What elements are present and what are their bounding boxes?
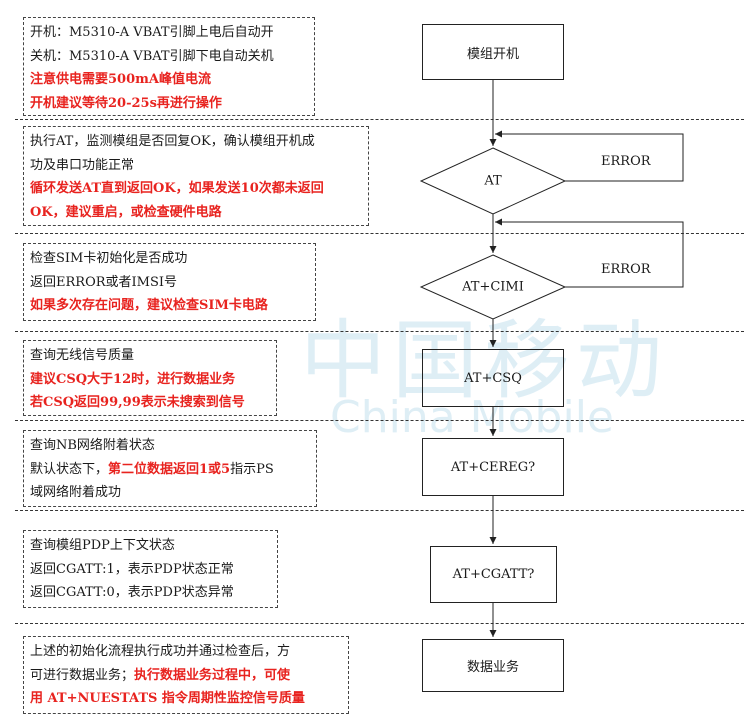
section-separator: [15, 420, 744, 421]
node-cereg: AT+CEREG?: [422, 438, 564, 496]
note-text: 查询无线信号质量: [30, 348, 135, 363]
note-text: 返回ERROR或者IMSI号: [30, 274, 177, 290]
note-text: 上述的初始化流程执行成功并通过检查后，方: [30, 644, 291, 659]
note-text: 功及串口功能正常: [30, 157, 135, 173]
error-loop-at: [495, 130, 684, 182]
note-warning: 第二位数据返回1或5: [108, 461, 231, 477]
note-warning: 建议CSQ大于12时，进行数据业务: [30, 371, 236, 387]
note-warning: 用 AT+NUESTATS 指令周期性监控信号质量: [30, 691, 305, 706]
note-text: 关机：M5310-A VBAT引脚下电自动关机: [30, 48, 274, 64]
note-pdp-context: 查询模组PDP上下文状态 返回CGATT:1，表示PDP状态正常 返回CGATT…: [23, 530, 278, 608]
note-signal-quality: 查询无线信号质量 建议CSQ大于12时，进行数据业务 若CSQ返回99,99表示…: [23, 340, 277, 416]
error-loop-cimi: [495, 218, 684, 288]
watermark-chinese: 中国移动: [300, 311, 668, 411]
note-text: 可进行数据业务；: [30, 667, 135, 683]
error-label: ERROR: [601, 262, 651, 277]
section-separator: [15, 233, 744, 234]
note-warning: OK，建议重启，或检查硬件电路: [30, 204, 222, 220]
note-text: 域网络附着成功: [30, 485, 122, 500]
note-sim-check: 检查SIM卡初始化是否成功 返回ERROR或者IMSI号 如果多次存在问题，建议…: [23, 243, 316, 321]
note-at-check: 执行AT，监测模组是否回复OK，确认模组开机成 功及串口功能正常 循环发送AT直…: [23, 126, 369, 226]
note-text: 查询NB网络附着状态: [30, 438, 155, 453]
watermark-english: China Mobile: [330, 392, 615, 443]
note-text: 执行AT，监测模组是否回复OK，确认模组开机成: [30, 134, 315, 149]
section-separator: [15, 331, 744, 332]
note-text: 返回CGATT:1，表示PDP状态正常: [30, 561, 234, 577]
note-network-attach: 查询NB网络附着状态 默认状态下，第二位数据返回1或5指示PS 域网络附着成功: [23, 430, 317, 507]
note-warning: 开机建议等待20-25s再进行操作: [30, 95, 222, 111]
note-text: 开机：M5310-A VBAT引脚上电后自动开: [30, 25, 274, 40]
node-at: AT: [484, 173, 502, 189]
error-label: ERROR: [601, 154, 651, 169]
note-warning: 执行数据业务过程中，可使: [134, 667, 291, 683]
note-text: 查询模组PDP上下文状态: [30, 538, 175, 553]
note-power-on: 开机：M5310-A VBAT引脚上电后自动开 关机：M5310-A VBAT引…: [23, 17, 315, 116]
note-warning: 若CSQ返回99,99表示未搜索到信号: [30, 395, 245, 410]
section-separator: [15, 119, 744, 120]
note-warning: 循环发送AT直到返回OK，如果发送10次都未返回: [30, 181, 324, 196]
section-separator: [15, 510, 744, 511]
note-warning: 注意供电需要500mA峰值电流: [30, 72, 211, 87]
note-text: 指示PS: [230, 461, 274, 477]
section-separator: [15, 623, 744, 624]
node-cimi: AT+CIMI: [462, 279, 524, 295]
note-text: 返回CGATT:0，表示PDP状态异常: [30, 585, 234, 600]
note-text: 默认状态下，: [30, 461, 109, 477]
note-data-service: 上述的初始化流程执行成功并通过检查后，方 可进行数据业务；执行数据业务过程中，可…: [23, 636, 349, 714]
node-data-service: 数据业务: [422, 639, 564, 692]
node-csq: AT+CSQ: [422, 349, 564, 407]
note-text: 检查SIM卡初始化是否成功: [30, 251, 188, 266]
node-power-on: 模组开机: [422, 24, 564, 80]
note-warning: 如果多次存在问题，建议检查SIM卡电路: [30, 298, 268, 313]
node-cgatt: AT+CGATT?: [430, 546, 557, 603]
